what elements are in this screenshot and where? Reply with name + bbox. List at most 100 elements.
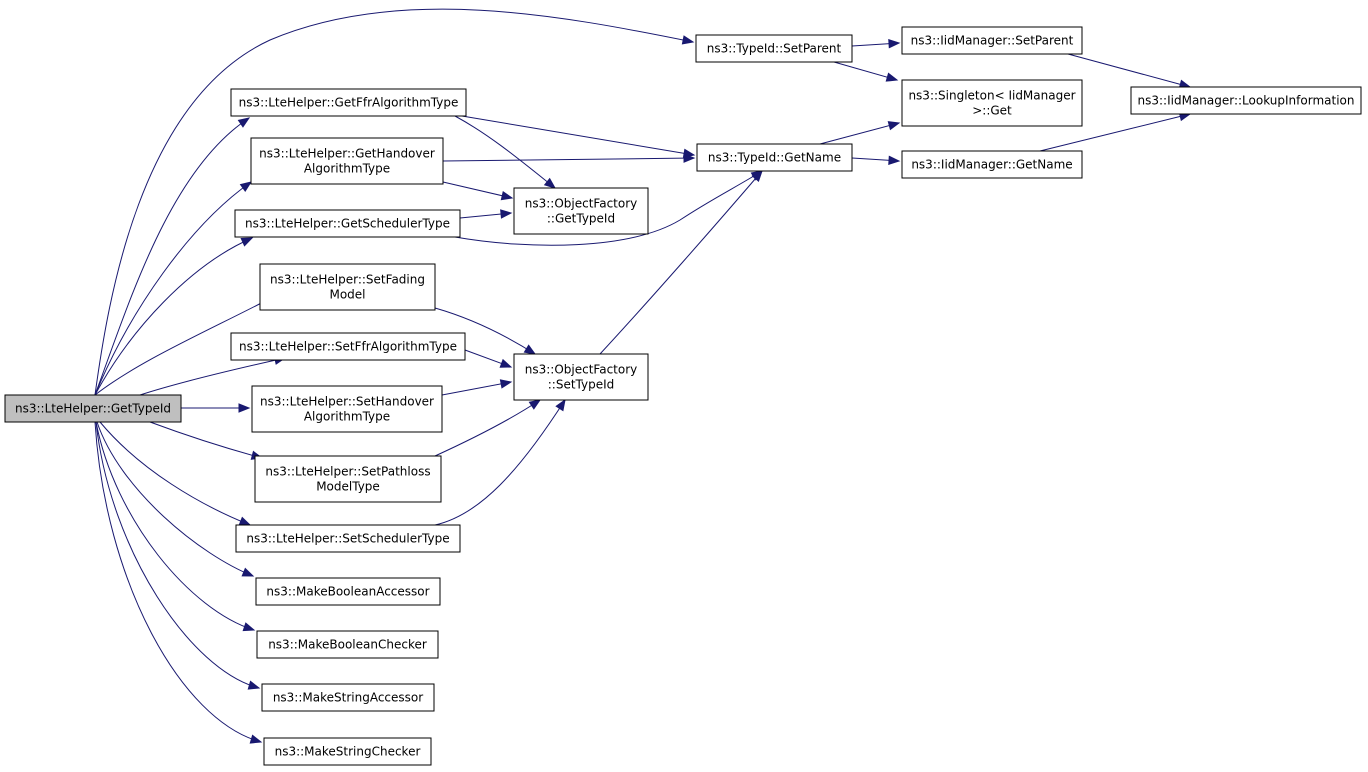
edge-line (95, 421, 255, 631)
node-makestringchecker[interactable]: ns3::MakeStringChecker (263, 737, 432, 766)
arrowhead (888, 155, 901, 166)
node-singleton-iidmanager-get[interactable]: ns3::Singleton< IidManager >::Get (901, 79, 1083, 127)
node-label: ns3::MakeBooleanChecker (268, 638, 427, 652)
node-label: Model (329, 288, 365, 302)
edge-getHo-to-ofGet (442, 181, 514, 201)
arrowhead (683, 153, 696, 163)
arrowhead (887, 121, 901, 131)
arrowhead (249, 734, 263, 744)
edge-line (454, 170, 763, 246)
edge-ofSet-to-tidGetName (599, 169, 763, 355)
edge-setSched-to-ofSet (434, 398, 566, 526)
node-ltehelper-gettypeid[interactable]: ns3::LteHelper::GetTypeId (4, 394, 182, 423)
node-makebooleanaccessor[interactable]: ns3::MakeBooleanAccessor (255, 577, 441, 606)
node-iidmanager-lookupinformation[interactable]: ns3::IidManager::LookupInformation (1130, 86, 1362, 115)
edge-line (434, 399, 541, 457)
edge-getFfr-to-ofGet (454, 115, 557, 189)
node-label: ns3::ObjectFactory (525, 363, 638, 377)
node-typeid-getname[interactable]: ns3::TypeId::GetName (696, 143, 853, 172)
node-objectfactory-settypeid[interactable]: ns3::ObjectFactory::SetTypeId (513, 353, 649, 401)
edge-line (1039, 113, 1191, 152)
node-iidmanager-setparent[interactable]: ns3::IidManager::SetParent (901, 26, 1083, 55)
edge-tidSetParent-to-singleton (833, 61, 899, 82)
node-label: ns3::LteHelper::GetSchedulerType (245, 217, 450, 231)
edge-line (441, 381, 512, 396)
arrowhead (885, 72, 899, 82)
edge-getSched-to-ofGet (459, 209, 513, 219)
arrowhead (681, 35, 695, 45)
node-ltehelper-setffralgorithmtype[interactable]: ns3::LteHelper::SetFfrAlgorithmType (230, 332, 466, 361)
node-makebooleanchecker[interactable]: ns3::MakeBooleanChecker (256, 630, 439, 659)
edge-line (139, 357, 286, 396)
node-label: >::Get (972, 104, 1012, 118)
arrowhead (523, 344, 537, 355)
node-label: ns3::ObjectFactory (525, 197, 638, 211)
edge-root-to-msc (94, 421, 263, 744)
node-box (261, 683, 435, 712)
arrowhead (500, 209, 513, 219)
arrowhead (239, 181, 253, 192)
edge-line (819, 122, 900, 145)
arrowhead (499, 379, 513, 389)
edge-line (94, 181, 252, 396)
node-box (256, 630, 439, 659)
node-box (259, 263, 436, 311)
arrowhead (238, 516, 252, 526)
node-box (230, 332, 466, 361)
edge-root-to-getHo (94, 181, 253, 396)
node-box (901, 79, 1083, 127)
edge-line (454, 115, 556, 189)
node-typeid-setparent[interactable]: ns3::TypeId::SetParent (695, 34, 853, 63)
edge-getHo-to-tidGetName (442, 153, 696, 163)
node-box (1130, 86, 1362, 115)
arrowhead (888, 38, 901, 49)
edge-line (1067, 53, 1191, 88)
edge-line (96, 421, 254, 577)
edge-root-to-mba (96, 421, 255, 577)
node-box (251, 385, 443, 433)
node-label: ns3::LteHelper::SetHandover (260, 395, 434, 409)
edge-setFading-to-ofSet (434, 307, 537, 355)
edge-line (599, 170, 763, 355)
edge-setPath-to-ofSet (434, 399, 542, 457)
node-label: ns3::LteHelper::SetPathloss (265, 465, 430, 479)
edge-line (99, 421, 251, 526)
node-makestringaccessor[interactable]: ns3::MakeStringAccessor (261, 683, 435, 712)
node-objectfactory-gettypeid[interactable]: ns3::ObjectFactory::GetTypeId (513, 187, 649, 235)
edge-tidGetName-to-singleton (819, 121, 901, 145)
edge-line (94, 296, 274, 396)
arrowhead (242, 622, 256, 632)
node-label: ns3::IidManager::LookupInformation (1138, 94, 1355, 108)
node-box (513, 187, 649, 235)
node-label: ::GetTypeId (547, 212, 615, 226)
edge-line (94, 237, 253, 396)
node-label: AlgorithmType (304, 162, 390, 176)
edge-tidSetParent-to-iidSetParent (851, 38, 901, 49)
node-label: ns3::IidManager::SetParent (911, 34, 1074, 48)
node-ltehelper-getschedulertype[interactable]: ns3::LteHelper::GetSchedulerType (234, 209, 461, 238)
node-ltehelper-getffralgorithmtype[interactable]: ns3::LteHelper::GetFfrAlgorithmType (230, 88, 467, 117)
node-iidmanager-getname[interactable]: ns3::IidManager::GetName (901, 150, 1083, 179)
node-box (255, 577, 441, 606)
edge-getFfr-to-tidGetName (461, 115, 696, 158)
node-label: ns3::LteHelper::GetFfrAlgorithmType (239, 96, 459, 110)
node-ltehelper-setschedulertype[interactable]: ns3::LteHelper::SetSchedulerType (235, 524, 461, 553)
node-label: AlgorithmType (304, 410, 390, 424)
node-label: ns3::Singleton< IidManager (908, 89, 1075, 103)
node-label: ns3::LteHelper::GetTypeId (15, 402, 171, 416)
arrowhead (499, 358, 513, 368)
edge-line (94, 421, 262, 743)
node-label: ns3::LteHelper::GetHandover (259, 147, 435, 161)
node-box (230, 88, 467, 117)
node-box (4, 394, 182, 423)
edge-line (95, 421, 260, 689)
arrowhead (238, 403, 251, 413)
arrowhead (751, 169, 763, 183)
node-label: ns3::IidManager::GetName (911, 158, 1072, 172)
node-box (250, 137, 444, 185)
